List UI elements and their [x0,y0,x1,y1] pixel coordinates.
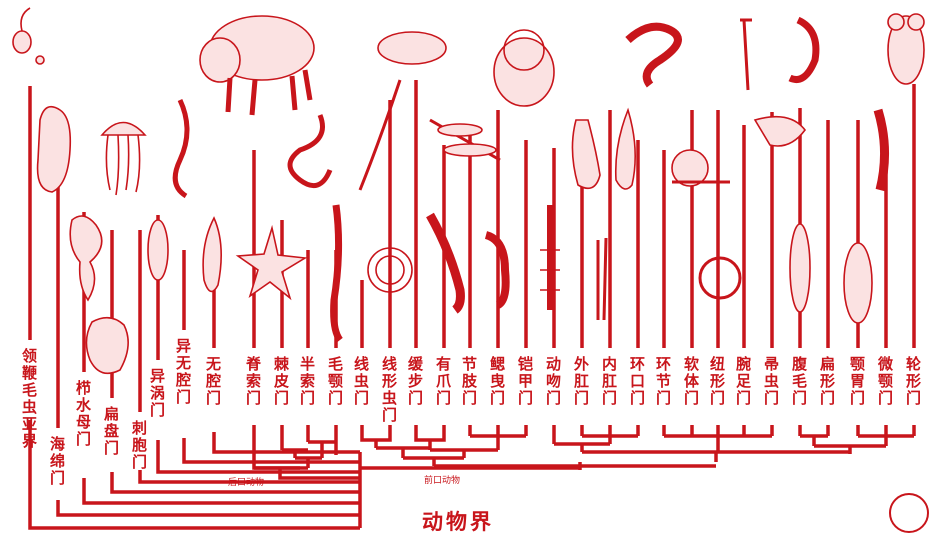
phylum-label-mollusca: 软体门 [683,356,699,407]
clade-label-protostomes: 前口动物 [424,473,460,486]
acoel-icon [148,220,168,280]
placozoan-icon [86,318,128,374]
branch-line [376,448,498,466]
brachiopod-icon [755,117,805,146]
loriciferan-icon [540,205,560,310]
dragonfly-icon [430,120,500,160]
phylum-label-gastrotricha: 腹毛门 [791,356,807,407]
phylum-label-choanoflagellates: 领鞭毛虫亚界 [21,348,37,450]
branch-line [362,425,390,448]
phylum-label-phoronida: 帚虫门 [763,356,779,407]
roundworm-icon [175,100,187,196]
phylum-label-annelida: 环节门 [655,356,671,407]
starfish-icon [238,228,305,298]
phylum-label-chaetognatha: 毛颚门 [327,356,343,407]
phylum-label-cycliophora: 环口门 [629,356,645,407]
gastrotrich-icon [790,224,810,312]
ribbon-worm-icon [700,258,740,298]
pig-icon [200,16,314,115]
branch-line [800,425,914,454]
phoronid-icon [790,20,816,80]
snail-icon [672,150,730,186]
phylum-label-ectoprocta: 内肛门 [601,356,617,407]
sponge-icon [38,107,71,192]
priapulid-icon [486,235,506,305]
entoproct-icon [572,120,600,188]
phylum-label-rotifera: 轮形门 [905,356,921,407]
phylum-label-arthropoda: 节肢门 [461,356,477,407]
branch-line [470,425,526,450]
phylum-label-echinodermata: 棘皮门 [273,356,289,407]
phylum-label-platyhelminthes: 扁形门 [819,356,835,407]
arrow-worm-icon [360,80,400,190]
phylum-label-cnidaria: 刺胞门 [131,420,147,471]
phylum-label-tardigrada: 缓步门 [407,356,423,407]
artist-seal [889,493,929,533]
branch-line [664,425,772,446]
rotifer-icon [888,14,924,84]
nemertea-icon [628,27,678,85]
phylum-label-entoprocta: 外肛门 [573,356,589,407]
acorn-worm-icon [334,205,340,340]
micrognathozoan-icon [844,243,872,323]
phylum-label-placozoa: 扁盘门 [103,406,119,457]
phylum-label-acoela: 异无腔门 [175,338,191,406]
cycliophoran-icon [616,110,635,189]
flatworm-icon [203,218,221,291]
phylum-label-porifera: 海绵门 [49,436,65,487]
segmented-worm-icon [290,115,330,186]
phylum-label-nemertea: 纽形门 [709,356,725,407]
phylum-label-micrognathozoa: 微颚门 [877,356,893,407]
phylum-label-onychophora: 有爪门 [435,356,451,407]
phylum-label-gnathostomulida: 颚胃门 [849,356,865,407]
clade-label-deuterostomes: 后口动物 [228,475,264,488]
phylum-label-priapulida: 鳃曳门 [489,356,505,407]
jellyfish-icon [102,123,145,196]
sea-anemone-icon [494,30,554,106]
phylum-label-mesozoa: 异涡门 [149,368,165,419]
leech-icon [740,20,752,90]
phylum-label-nematomorpha: 线形虫门 [381,356,397,424]
phylum-label-nematoda: 线虫门 [353,356,369,407]
phylum-label-loricifera: 铠甲门 [517,356,533,407]
phylum-label-ctenophora: 栉水母门 [75,380,91,448]
bryozoan-icon [598,238,606,320]
gnathostomulid-icon [878,110,885,190]
tardigrade-icon [378,32,446,64]
choanoflagellate-icon [13,8,44,64]
phylum-label-chordata: 脊索门 [245,356,261,407]
phylum-label-kinorhyncha: 动吻门 [545,356,561,407]
phylum-label-brachiopoda: 腕足门 [735,356,751,407]
comb-jelly-icon [70,216,102,300]
root-label-animalia: 动物界 [422,506,494,536]
phylum-label-hemichordata: 半索门 [299,356,315,407]
phylum-label-nemertodermatida: 无腔门 [205,356,221,407]
branch-line [554,425,638,444]
